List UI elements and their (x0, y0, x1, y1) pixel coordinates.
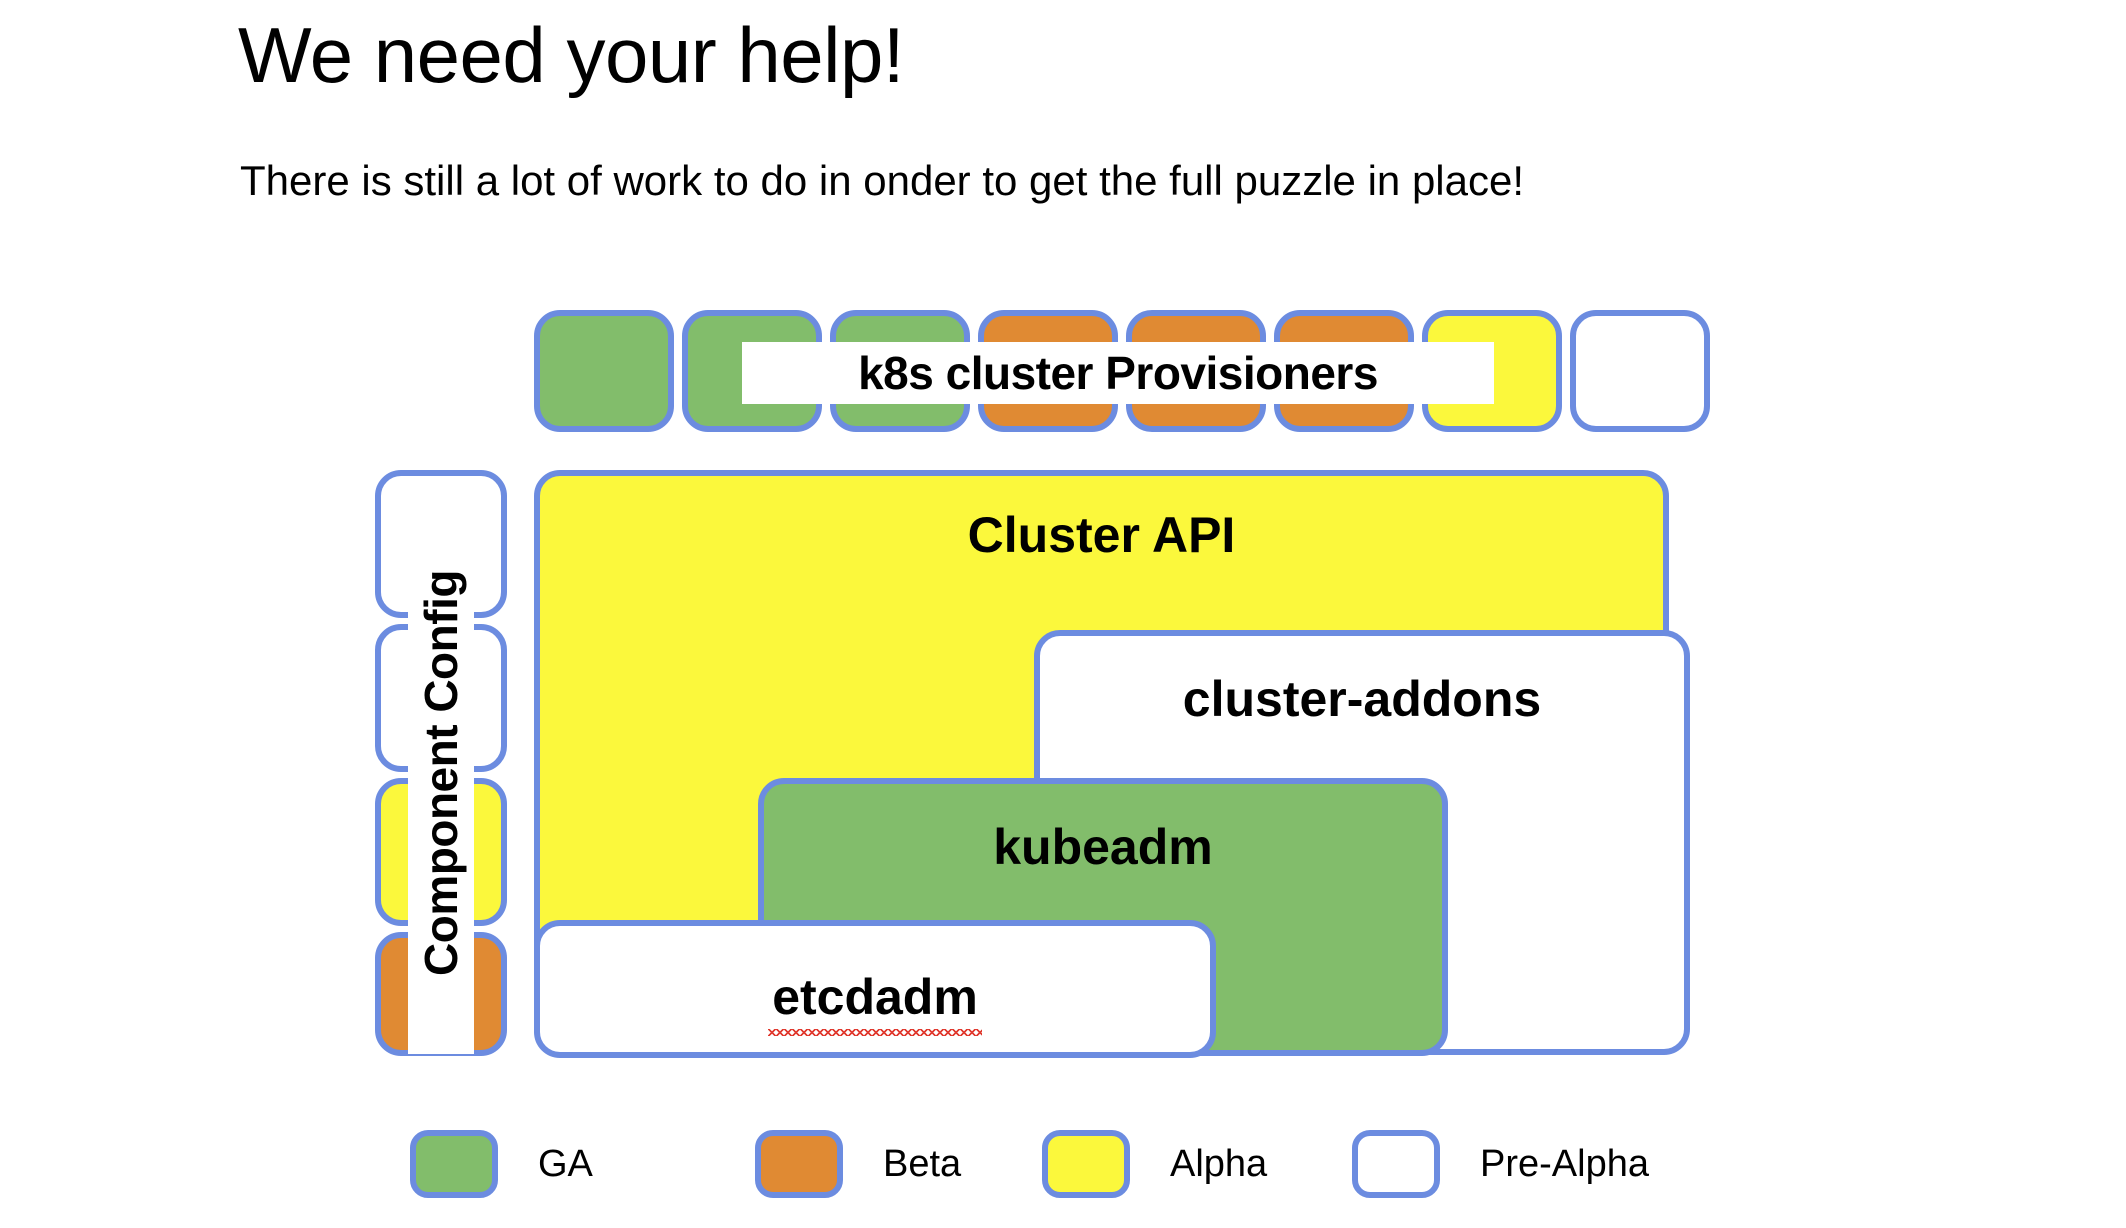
kubeadm-label: kubeadm (993, 819, 1213, 875)
cluster-addons-label: cluster-addons (1182, 671, 1542, 727)
legend: GA Beta Alpha Pre-Alpha (0, 1122, 2126, 1212)
etcdadm-label: etcdadm (768, 968, 982, 1036)
legend-item-beta: Beta (755, 1122, 961, 1206)
legend-item-pre-alpha: Pre-Alpha (1352, 1122, 1649, 1206)
legend-item-ga: GA (410, 1122, 593, 1206)
cluster-api-label: Cluster API (967, 507, 1236, 563)
component-config-label-band: Component Config (408, 492, 474, 1054)
legend-label-alpha: Alpha (1170, 1142, 1268, 1185)
legend-swatch-alpha (1042, 1130, 1130, 1198)
provisioner-cell-8 (1570, 310, 1710, 432)
component-config-label: Component Config (415, 570, 468, 976)
provisioner-cell-1 (534, 310, 674, 432)
page-title: We need your help! (238, 11, 905, 99)
legend-swatch-pre-alpha (1352, 1130, 1440, 1198)
etcdadm-label-wrap: etcdadm (534, 968, 1216, 1036)
provisioner-row-label: k8s cluster Provisioners (742, 342, 1494, 404)
page-subtitle: There is still a lot of work to do in on… (240, 157, 1525, 204)
legend-label-beta: Beta (883, 1142, 962, 1185)
legend-label-pre-alpha: Pre-Alpha (1480, 1142, 1649, 1185)
legend-swatch-ga (410, 1130, 498, 1198)
legend-item-alpha: Alpha (1042, 1122, 1267, 1206)
legend-swatch-beta (755, 1130, 843, 1198)
legend-label-ga: GA (538, 1142, 593, 1185)
